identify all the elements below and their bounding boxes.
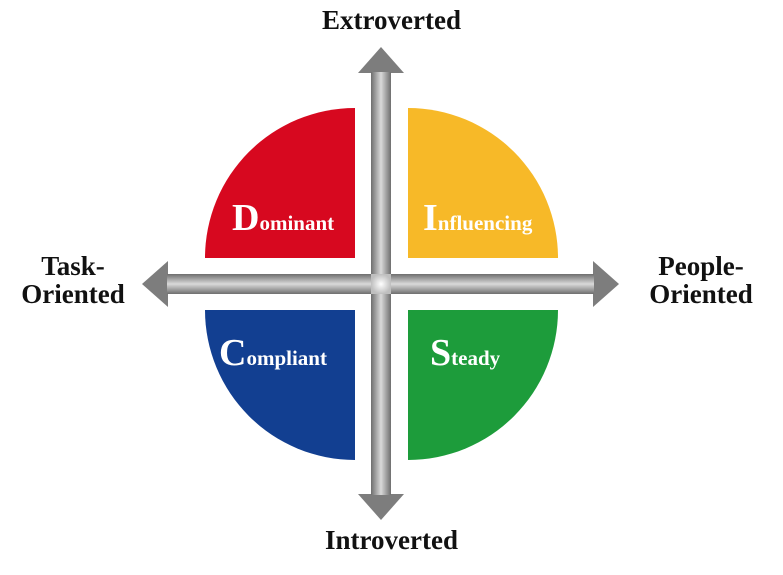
arrow-left-head [142,261,168,307]
steady-initial: S [430,332,452,374]
label-dominant: Dominant [232,199,334,237]
compliant-initial: C [219,332,247,374]
dominant-rest: ominant [259,211,335,235]
arrow-center-crossing [371,274,391,294]
arrow-up-head [358,47,404,73]
influencing-initial: I [423,197,438,239]
people-oriented-line1: People- [658,251,744,281]
axis-label-people-oriented: People- Oriented [626,252,776,309]
people-oriented-line2: Oriented [649,279,753,310]
quadrant-influencing [408,108,558,258]
axis-label-introverted: Introverted [325,525,458,555]
quadrant-steady [408,310,558,460]
compliant-rest: ompliant [246,346,327,370]
task-oriented-line2: Oriented [21,279,125,310]
quadrant-dominant [205,108,355,258]
label-influencing: Influencing [423,199,532,237]
axis-label-task-oriented: Task- Oriented [8,252,138,309]
axis-label-extroverted: Extroverted [322,5,461,35]
task-oriented-line1: Task- [41,251,105,281]
influencing-rest: nfluencing [437,211,533,235]
label-steady: Steady [430,334,500,372]
arrow-down-head [358,494,404,520]
dominant-initial: D [232,197,260,239]
steady-rest: teady [451,346,501,370]
quadrant-compliant [205,310,355,460]
arrow-right-head [593,261,619,307]
label-compliant: Compliant [219,334,327,372]
